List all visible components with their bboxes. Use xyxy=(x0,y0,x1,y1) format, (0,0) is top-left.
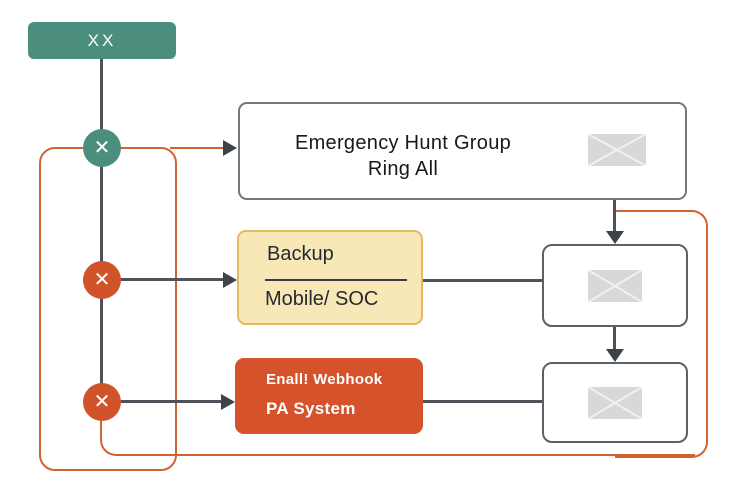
main-trunk-line xyxy=(100,59,103,403)
node2-to-backup-line xyxy=(118,278,224,281)
backup-to-target1-line xyxy=(421,279,544,282)
x-mark-icon: ✕ xyxy=(93,269,111,291)
loop-to-emergency-line xyxy=(170,147,224,149)
backup-box: Backup Mobile/ SOC xyxy=(237,230,423,325)
x-mark-icon: ✕ xyxy=(93,391,111,413)
emergency-line2: Ring All xyxy=(367,158,439,180)
target1-to-target2-line xyxy=(613,327,616,351)
envelope-icon xyxy=(588,387,642,419)
envelope-icon xyxy=(588,270,642,302)
webhook-label: Enall! Webhook xyxy=(266,371,383,388)
backup-divider xyxy=(265,279,407,281)
backup-label: Backup xyxy=(267,243,334,265)
inner-feedback-loop-line-bottom xyxy=(100,421,695,456)
target-box-2 xyxy=(542,362,688,443)
webhook-to-target2-line xyxy=(421,400,544,403)
x-mark-icon: ✕ xyxy=(93,137,111,159)
arrow-into-emergency-icon xyxy=(223,140,237,156)
webhook-pa-system-box: Enall! Webhook PA System xyxy=(235,358,423,434)
arrow-into-target2-icon xyxy=(606,349,624,362)
emergency-to-target1-line xyxy=(613,200,616,233)
mobile-soc-label: Mobile/ SOC xyxy=(265,288,379,310)
arrow-into-backup-icon xyxy=(223,272,237,288)
envelope-icon xyxy=(588,134,646,166)
arrow-into-webhook-icon xyxy=(221,394,235,410)
emergency-line1: Emergency Hunt Group xyxy=(294,132,512,154)
root-node-label: XX xyxy=(87,30,117,50)
arrow-into-target1-icon xyxy=(606,231,624,244)
emergency-hunt-group-box: Emergency Hunt Group Ring All xyxy=(238,102,687,200)
root-node: XX xyxy=(28,22,176,59)
node3-to-webhook-line xyxy=(118,400,222,403)
pa-system-label: PA System xyxy=(266,399,356,418)
branch-node-1: ✕ xyxy=(83,129,121,167)
emergency-hunt-group-label: Emergency Hunt Group Ring All xyxy=(248,130,558,182)
target-box-1 xyxy=(542,244,688,327)
branch-node-2: ✕ xyxy=(83,261,121,299)
branch-node-3: ✕ xyxy=(83,383,121,421)
inner-feedback-loop-line-right xyxy=(615,210,708,458)
